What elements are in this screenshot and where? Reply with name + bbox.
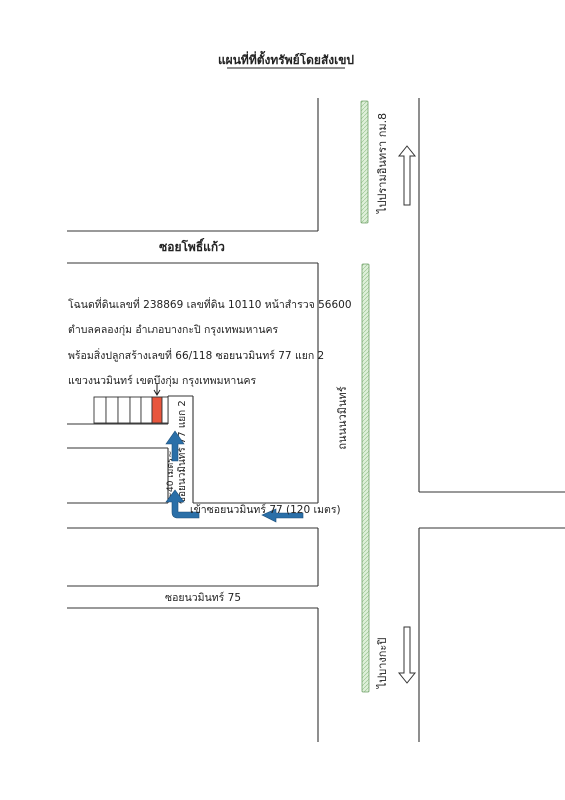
soi-77-2-label: ซอยนวมินทร์ 77 แยก 2 — [176, 400, 188, 503]
soi-75-label: ซอยนวมินทร์ 75 — [165, 591, 241, 604]
route-arrow-left-icon — [261, 508, 304, 523]
direction-north-label: ไปปรามอินทรา กม.8 — [376, 113, 389, 214]
soi-77-entry-label: เข้าซอยนวมินทร์ 77 (120 เมตร) — [190, 503, 341, 516]
route-arrow-turn-icon — [165, 489, 200, 519]
route-arrow-up-icon — [165, 430, 185, 462]
distance-40-label: ~40 เมตร~ — [166, 450, 176, 499]
property-info-line-3: พร้อมสิ่งปลูกสร้างเลขที่ 66/118 ซอยนวมิน… — [68, 348, 324, 362]
subject-property — [151, 396, 163, 424]
property-info-line-2: ตำบลคลองกุ่ม อำเภอบางกะปิ กรุงเทพมหานคร — [68, 324, 279, 336]
arrow-down-icon — [397, 626, 417, 684]
row-houses — [93, 396, 169, 424]
soi-pho-kaew-label: ซอยโพธิ์แก้ว — [159, 238, 225, 254]
median-upper — [360, 100, 369, 224]
arrow-up-icon — [397, 145, 417, 206]
pointer-arrow-icon — [153, 383, 161, 396]
property-info-line-4: แขวงนวมินทร์ เขตบึงกุ่ม กรุงเทพมหานคร — [68, 374, 257, 387]
median-lower — [361, 263, 370, 693]
map-title: แผนที่ที่ตั้งทรัพย์โดยสังเขป — [218, 50, 354, 67]
direction-south-label: ไปบางกะปิ — [376, 638, 389, 690]
main-road-label: ถนนนวมินทร์ — [336, 386, 349, 449]
property-info-line-1: โฉนดที่ดินเลขที่ 238869 เลขที่ดิน 10110 … — [68, 297, 352, 311]
